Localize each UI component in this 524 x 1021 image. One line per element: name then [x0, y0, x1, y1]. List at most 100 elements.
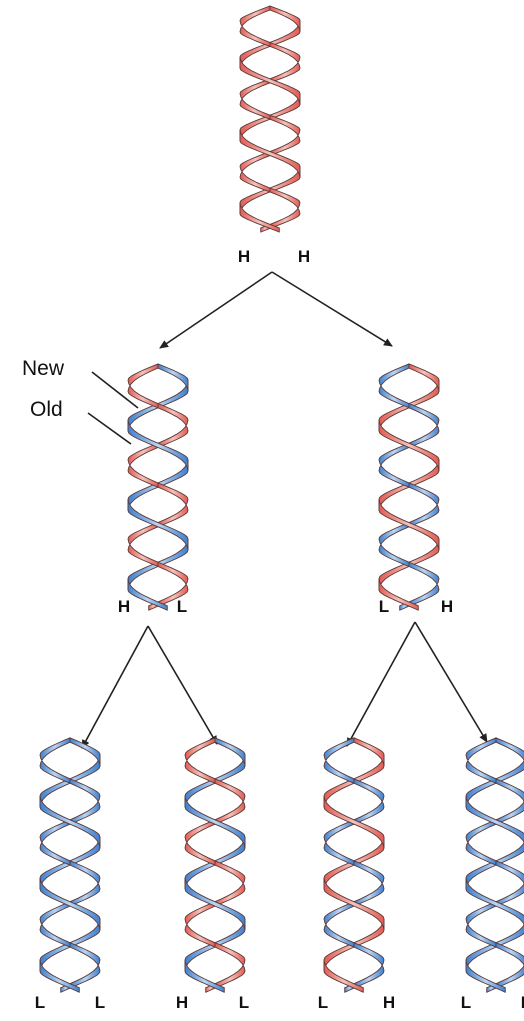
right-strand-segment [185, 796, 245, 848]
left-strand-segment [185, 738, 215, 783]
left-strand-segment [40, 738, 70, 783]
right-strand-segment [409, 364, 439, 391]
right-strand-segment [466, 796, 524, 848]
arrow-gen2b-to-right [415, 622, 487, 742]
strand-label-right: H [441, 597, 453, 616]
labels-layer: HHHLLHLLHLLHLL [35, 247, 524, 1012]
arrow-gen1-to-right [272, 272, 392, 346]
right-strand-segment [40, 796, 100, 848]
right-strand-segment [128, 499, 188, 550]
strand-label-left: L [461, 993, 471, 1012]
new-strand-label: New [22, 357, 65, 380]
left-strand-segment [128, 364, 158, 408]
left-strand-segment [270, 115, 300, 155]
right-strand-segment [324, 878, 384, 930]
old-strand-label: Old [30, 398, 63, 421]
left-strand-segment [496, 861, 524, 906]
left-strand-segment [158, 483, 188, 527]
left-strand-segment [409, 404, 439, 448]
strand-label-left: L [35, 993, 45, 1012]
arrow-gen2b-to-left [347, 622, 415, 746]
right-strand-segment [466, 960, 505, 992]
left-strand-segment [379, 443, 409, 487]
left-strand-segment [466, 820, 496, 865]
left-strand-segment [496, 943, 524, 988]
right-strand-segment [466, 878, 524, 930]
left-strand-segment [324, 738, 354, 783]
left-strand-segment [354, 779, 384, 824]
left-strand-segment [70, 779, 100, 824]
right-strand-segment [354, 738, 384, 766]
left-strand-segment [185, 902, 215, 947]
left-strand-segment [466, 738, 496, 783]
right-strand-segment [240, 57, 300, 104]
dna-molecule-g3-2 [185, 738, 245, 993]
right-strand-segment [379, 420, 439, 471]
left-strand-segment [270, 188, 300, 228]
left-strand-segment [240, 152, 270, 192]
left-strand-segment [215, 861, 245, 906]
right-strand-segment [185, 960, 224, 992]
left-strand-segment [354, 943, 384, 988]
helices-layer [40, 6, 524, 992]
strand-label-left: L [379, 597, 389, 616]
right-strand-segment [324, 796, 384, 848]
dna-molecule-g1-1 [240, 6, 300, 232]
dna-molecule-g3-3 [324, 738, 384, 993]
left-strand-segment [158, 404, 188, 448]
dna-molecule-g2-1 [128, 364, 188, 610]
dna-molecule-g3-4 [466, 738, 524, 993]
left-strand-segment [379, 523, 409, 567]
right-strand-segment [40, 960, 79, 992]
right-strand-segment [240, 203, 279, 232]
right-strand-segment [185, 878, 245, 930]
arrow-gen2a-to-left [82, 626, 148, 748]
left-strand-segment [215, 779, 245, 824]
left-strand-segment [128, 523, 158, 567]
right-strand-segment [270, 6, 300, 32]
dna-molecule-g3-1 [40, 738, 100, 993]
left-strand-segment [324, 902, 354, 947]
strand-label-left: L [318, 993, 328, 1012]
left-strand-segment [40, 820, 70, 865]
dna-molecule-g2-2 [379, 364, 439, 610]
left-strand-segment [409, 562, 439, 606]
left-strand-segment [185, 820, 215, 865]
left-strand-segment [379, 364, 409, 408]
right-strand-segment [158, 364, 188, 391]
right-strand-segment [496, 738, 524, 766]
callouts-layer: New Old [22, 357, 138, 444]
left-strand-segment [409, 483, 439, 527]
right-strand-segment [379, 499, 439, 550]
left-strand-segment [215, 943, 245, 988]
left-strand-segment [496, 779, 524, 824]
strand-label-left: H [176, 993, 188, 1012]
strand-label-right: L [239, 993, 249, 1012]
left-strand-segment [70, 943, 100, 988]
strand-label-right: L [95, 993, 105, 1012]
left-strand-segment [240, 79, 270, 119]
arrow-gen1-to-left [160, 272, 272, 348]
arrows-layer [82, 272, 487, 748]
right-strand-segment [40, 878, 100, 930]
strand-label-right: H [298, 247, 310, 266]
left-strand-segment [70, 861, 100, 906]
right-strand-segment [215, 738, 245, 766]
left-strand-segment [128, 443, 158, 487]
arrow-gen2a-to-right [148, 626, 217, 744]
right-strand-segment [324, 960, 363, 992]
old-pointer-line [88, 413, 131, 444]
left-strand-segment [354, 861, 384, 906]
strand-label-left: H [118, 597, 130, 616]
left-strand-segment [40, 902, 70, 947]
right-strand-segment [240, 130, 300, 177]
strand-label-left: H [238, 247, 250, 266]
strand-label-right: L [177, 597, 187, 616]
left-strand-segment [270, 42, 300, 82]
right-strand-segment [128, 420, 188, 471]
left-strand-segment [240, 6, 270, 46]
left-strand-segment [466, 902, 496, 947]
left-strand-segment [324, 820, 354, 865]
